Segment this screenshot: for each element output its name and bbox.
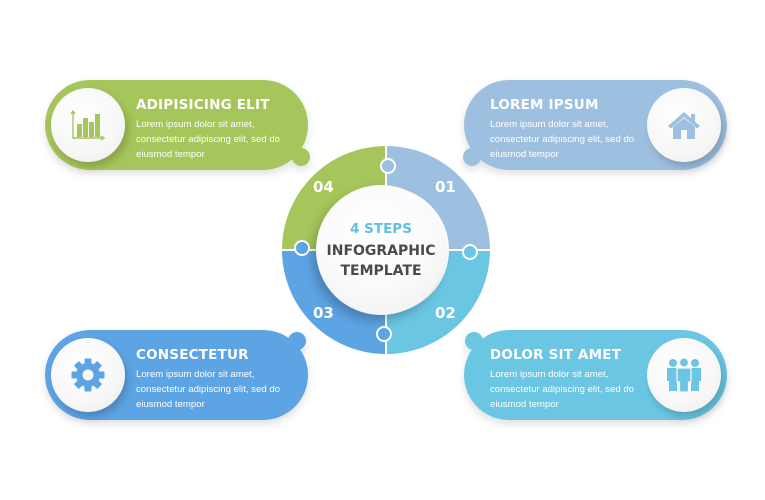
card-01-body-line2: consectetur adipiscing elit, sed do: [490, 134, 634, 145]
card-03-icon-circle: [51, 338, 125, 412]
puzzle-tab-right: [462, 244, 478, 260]
people-group-icon: [667, 357, 701, 393]
card-02-icon-circle: [647, 338, 721, 412]
card-step-01: LOREM IPSUM Lorem ipsum dolor sit amet, …: [490, 97, 690, 162]
card-01-body-line1: Lorem ipsum dolor sit amet,: [490, 119, 609, 130]
gear-icon: [71, 358, 105, 392]
center-subtitle: 4 STEPS: [350, 221, 412, 237]
step-number-01: 01: [435, 178, 456, 196]
card-step-04: ADIPISICING ELIT Lorem ipsum dolor sit a…: [136, 97, 336, 162]
card-04-body-line2: consectetur adipiscing elit, sed do: [136, 134, 280, 145]
puzzle-tab-left: [294, 240, 310, 256]
card-04-icon-circle: [51, 88, 125, 162]
ring-segment-02: [385, 249, 493, 357]
card-01-icon-circle: [647, 88, 721, 162]
bar-chart-icon: [70, 109, 106, 141]
card-step-03: CONSECTETUR Lorem ipsum dolor sit amet, …: [136, 347, 336, 412]
card-03-title: CONSECTETUR: [136, 347, 249, 363]
card-04-title: ADIPISICING ELIT: [136, 97, 270, 113]
card-02-body-line1: Lorem ipsum dolor sit amet,: [490, 369, 609, 380]
step-number-03: 03: [313, 304, 334, 322]
center-title-line2: TEMPLATE: [340, 263, 422, 279]
card-01-body-line3: eiusmod tempor: [490, 149, 559, 160]
card-02-title: DOLOR SIT AMET: [490, 347, 622, 363]
card-03-body-line3: eiusmod tempor: [136, 399, 205, 410]
card-04-body-line3: eiusmod tempor: [136, 149, 205, 160]
step-number-04: 04: [313, 178, 334, 196]
puzzle-ring: [279, 143, 493, 357]
puzzle-tab-bottom: [376, 326, 392, 342]
center-badge: 4 STEPS INFOGRAPHIC TEMPLATE: [316, 185, 446, 315]
step-number-02: 02: [435, 304, 456, 322]
center-title-line1: INFOGRAPHIC: [326, 243, 436, 259]
puzzle-tab-top: [380, 158, 396, 174]
card-03-body-line2: consectetur adipiscing elit, sed do: [136, 384, 280, 395]
home-icon: [668, 112, 700, 139]
card-02-body-line3: eiusmod tempor: [490, 399, 559, 410]
card-02-body-line2: consectetur adipiscing elit, sed do: [490, 384, 634, 395]
card-03-body-line1: Lorem ipsum dolor sit amet,: [136, 369, 255, 380]
card-step-02: DOLOR SIT AMET Lorem ipsum dolor sit ame…: [490, 347, 690, 412]
card-04-body-line1: Lorem ipsum dolor sit amet,: [136, 119, 255, 130]
card-01-title: LOREM IPSUM: [490, 97, 599, 113]
